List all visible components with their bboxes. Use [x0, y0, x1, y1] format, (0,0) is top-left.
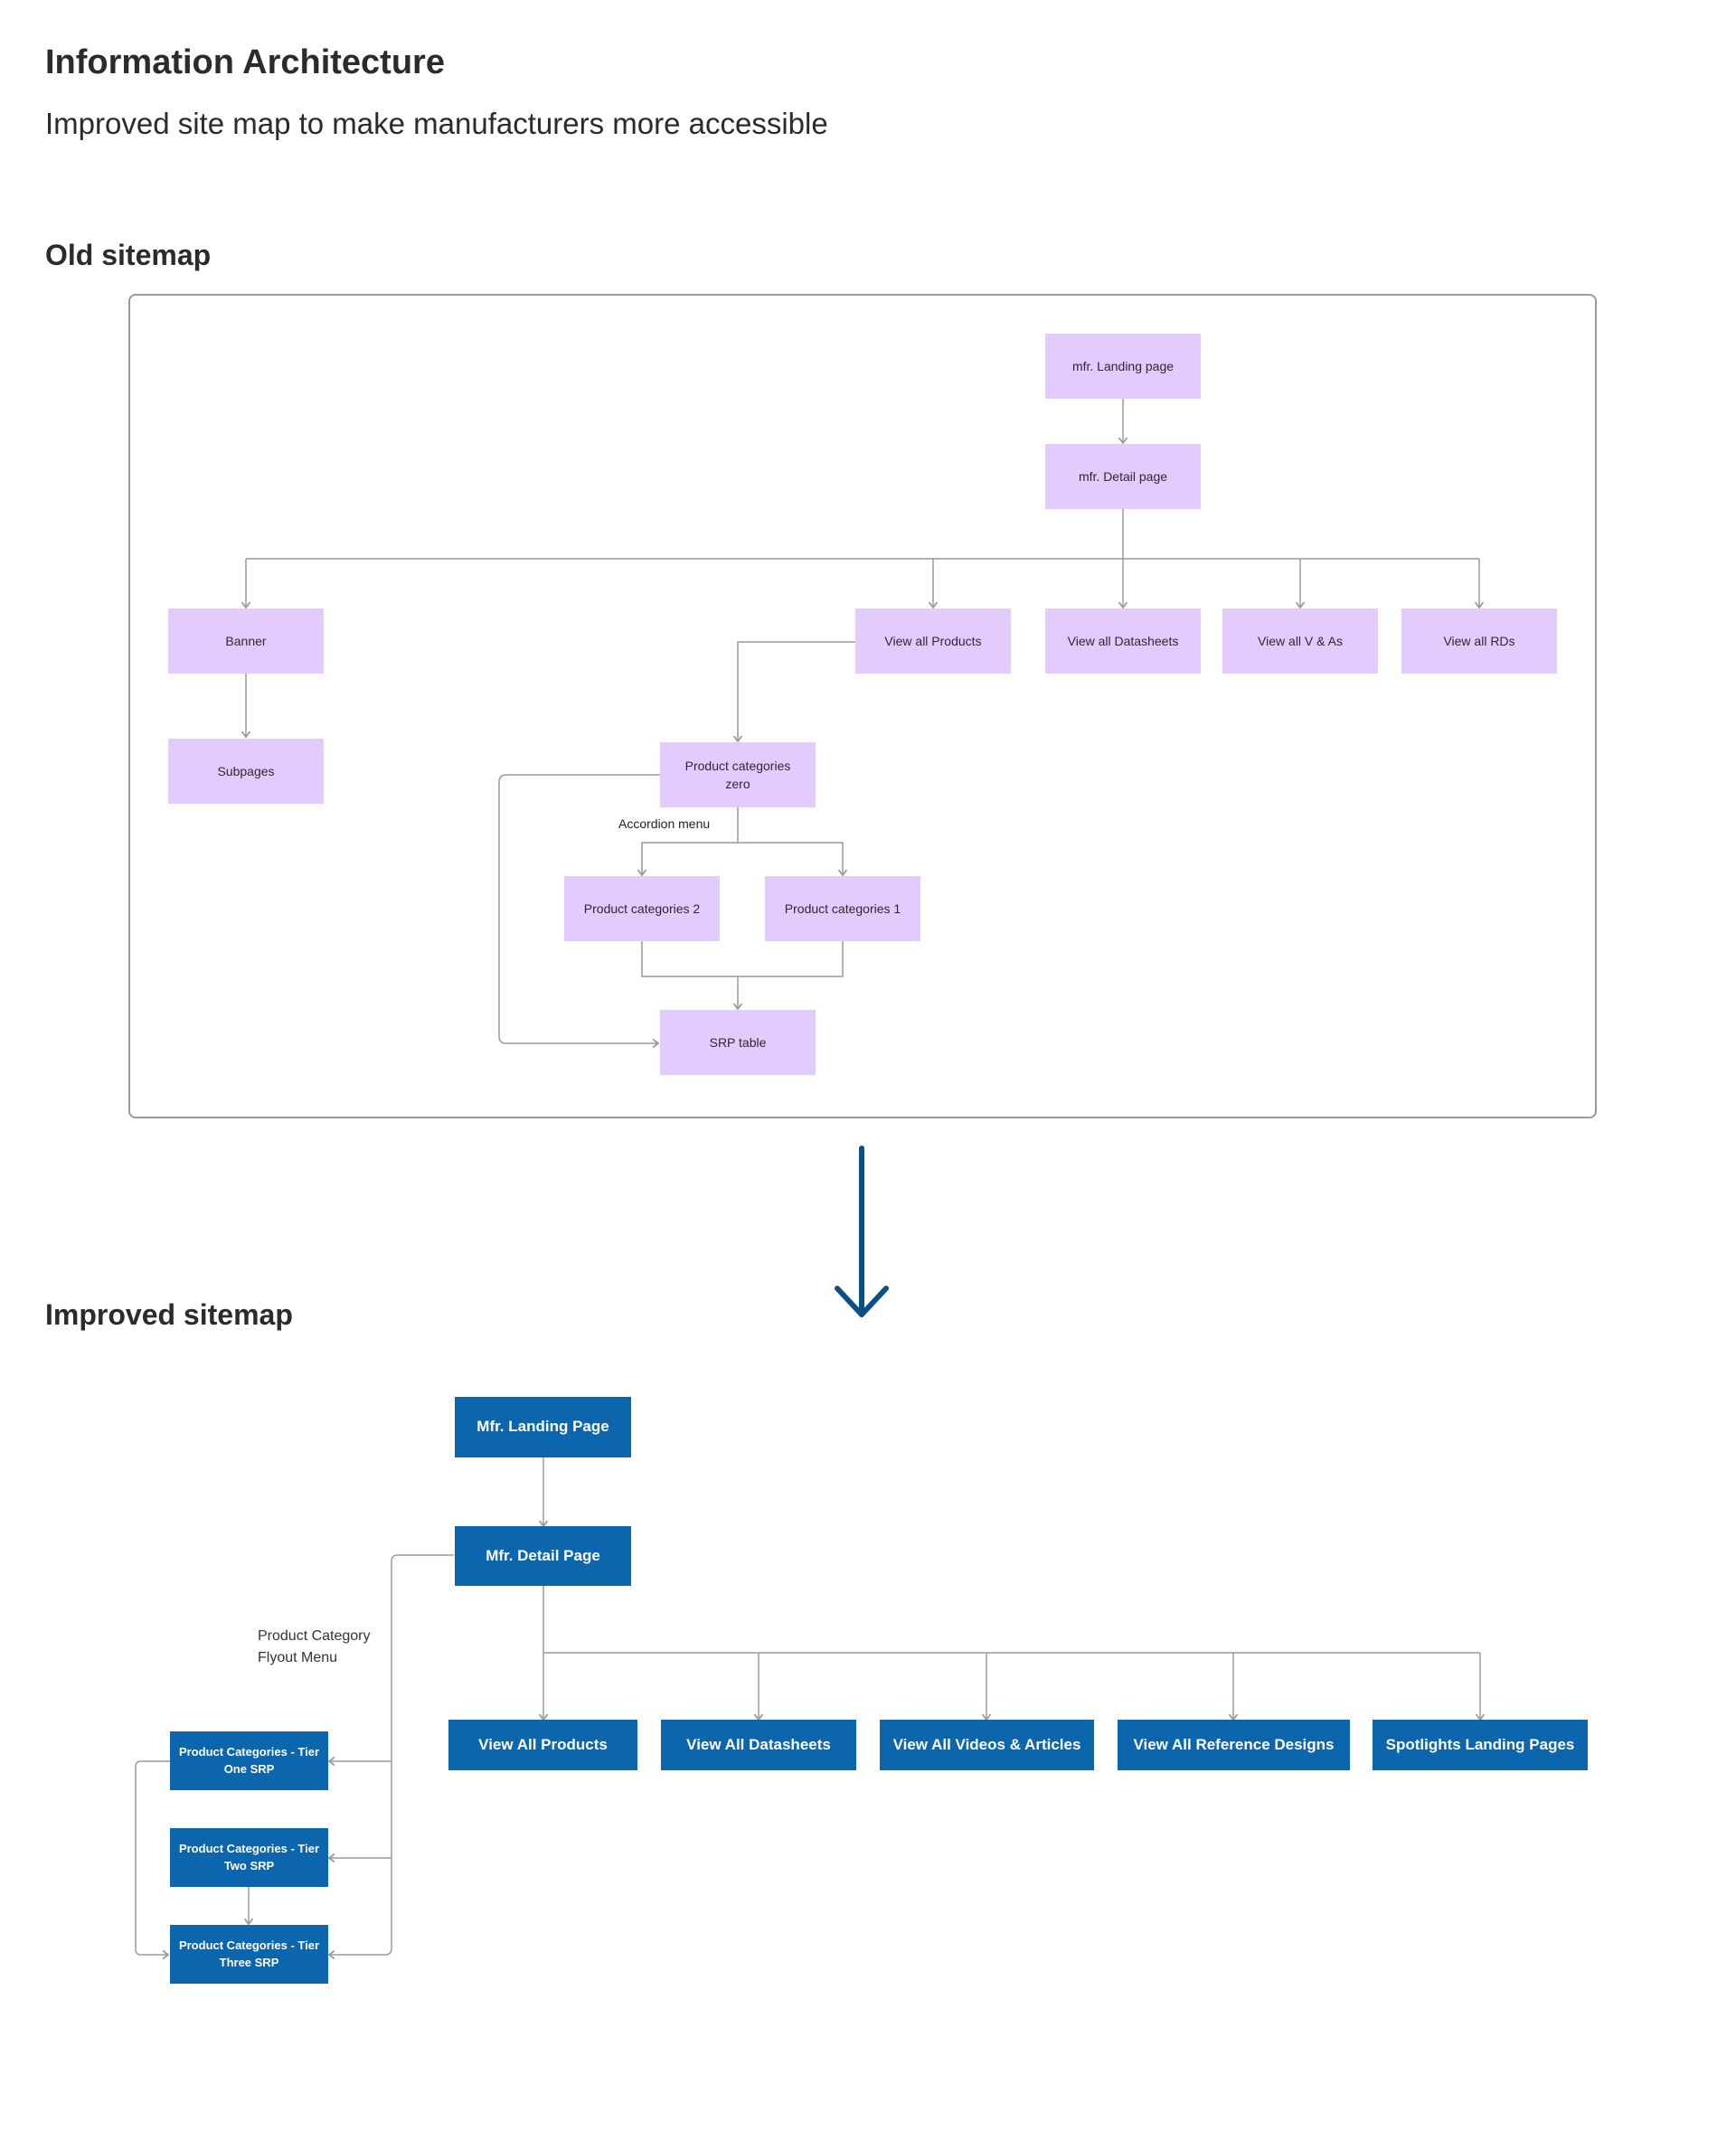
- new-connector: [542, 1586, 1480, 1654]
- old-node-view-vas: View all V & As: [1222, 608, 1378, 674]
- old-node-categories-2: Product categories 2: [564, 876, 720, 941]
- improved-sitemap-heading: Improved sitemap: [45, 1298, 293, 1331]
- old-connector: [246, 509, 1479, 560]
- flyout-menu-label-line1: Product Category: [258, 1628, 371, 1644]
- new-node-tier-one: Product Categories - Tier One SRP: [170, 1731, 328, 1790]
- old-node-categories-zero: Product categories zero: [660, 742, 816, 807]
- old-node-view-products: View all Products: [855, 608, 1011, 674]
- old-node-view-rds: View all RDs: [1401, 608, 1557, 674]
- page-subtitle: Improved site map to make manufacturers …: [45, 107, 828, 140]
- old-sitemap-heading: Old sitemap: [45, 239, 212, 271]
- page-title: Information Architecture: [45, 43, 445, 81]
- new-node-tier-two: Product Categories - Tier Two SRP: [170, 1828, 328, 1887]
- old-node-view-datasheets: View all Datasheets: [1045, 608, 1201, 674]
- new-node-view-references: View All Reference Designs: [1118, 1720, 1350, 1770]
- old-node-categories-1: Product categories 1: [765, 876, 920, 941]
- old-connector: [498, 774, 660, 1043]
- new-node-spotlights: Spotlights Landing Pages: [1373, 1720, 1588, 1770]
- new-node-detail: Mfr. Detail Page: [455, 1526, 631, 1586]
- new-node-landing: Mfr. Landing Page: [455, 1397, 631, 1457]
- new-node-view-videos: View All Videos & Articles: [880, 1720, 1094, 1770]
- new-connector: [329, 1554, 454, 1955]
- old-connector: [641, 940, 844, 977]
- old-node-banner: Banner: [168, 608, 324, 674]
- new-node-view-products: View All Products: [448, 1720, 637, 1770]
- old-sitemap-frame: [128, 294, 1597, 1118]
- accordion-menu-label: Accordion menu: [618, 816, 711, 831]
- old-node-subpages: Subpages: [168, 739, 324, 804]
- transition-arrow: [835, 1146, 889, 1317]
- old-node-landing: mfr. Landing page: [1045, 334, 1201, 399]
- new-node-view-datasheets: View All Datasheets: [661, 1720, 856, 1770]
- flyout-menu-label-line2: Flyout Menu: [258, 1650, 338, 1665]
- new-node-tier-three: Product Categories - Tier Three SRP: [170, 1925, 328, 1984]
- new-connector: [135, 1760, 170, 1955]
- old-node-srp-table: SRP table: [660, 1010, 816, 1075]
- old-node-detail: mfr. Detail page: [1045, 444, 1201, 509]
- old-connector: [738, 842, 843, 875]
- old-connector: [642, 807, 739, 875]
- old-connector: [738, 641, 855, 741]
